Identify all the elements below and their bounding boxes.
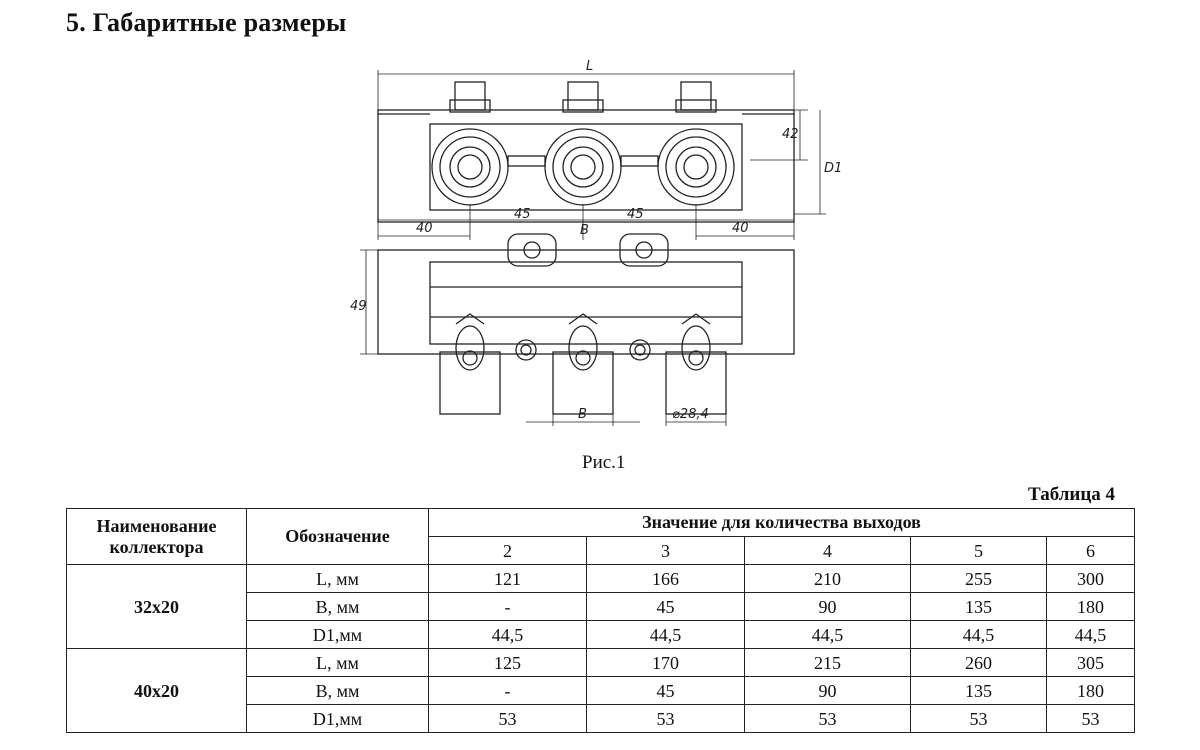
value-cell: 210 [744,564,911,593]
header-outputs-5: 5 [910,536,1047,565]
value-cell: 53 [1045,704,1136,733]
value-cell: 260 [910,648,1047,677]
value-cell: 44,5 [744,620,911,649]
value-cell: 215 [744,648,911,677]
dim-label-45-left: 45 [514,207,531,222]
value-cell: 44,5 [428,620,587,649]
manifold-drawing: L 42 D1 40 45 45 B 40 49 B ⌀28,4 [330,52,850,432]
value-cell: 45 [586,676,745,705]
value-cell: 170 [586,648,745,677]
designation-cell: L, мм [246,648,429,677]
value-cell: 90 [744,676,911,705]
value-cell: 53 [428,704,587,733]
value-cell: 53 [744,704,911,733]
table-row: 32x20 L, мм 121 166 210 255 300 [66,564,1136,649]
dim-label-40-right: 40 [732,221,749,236]
value-cell: 305 [1045,648,1136,677]
value-cell: 121 [428,564,587,593]
designation-cell: D1,мм [246,704,429,733]
collector-name: 40x20 [66,648,247,733]
collector-name: 32x20 [66,564,247,649]
designation-cell: B, мм [246,592,429,621]
value-cell: - [428,592,587,621]
dim-label-45-right: 45 [627,207,644,222]
value-cell: 166 [586,564,745,593]
table-row: D1,мм 44,5 44,5 44,5 44,5 44,5 [67,620,1136,649]
dim-label-diameter: ⌀28,4 [672,407,709,422]
designation-cell: D1,мм [246,620,429,649]
dim-label-B-top: B [580,223,589,238]
header-designation: Обозначение [246,508,429,565]
header-outputs-6: 6 [1045,536,1136,565]
value-cell: 44,5 [910,620,1047,649]
dim-label-D1: D1 [824,161,842,176]
technical-drawing-svg: L 42 D1 40 45 45 B 40 49 B ⌀28,4 [350,59,842,426]
value-cell: 90 [744,592,911,621]
dimensions-table: Наименование коллектора Обозначение Знач… [66,508,1136,733]
value-cell: 45 [586,592,745,621]
value-cell: 135 [910,592,1047,621]
value-cell: 255 [910,564,1047,593]
header-outputs-4: 4 [744,536,911,565]
header-values: Значение для количества выходов [427,508,1136,537]
value-cell: 180 [1045,592,1136,621]
dim-label-L: L [586,59,593,74]
table-title: Таблица 4 [1028,484,1116,505]
dim-label-42: 42 [782,127,799,142]
table-row: 40x20 L, мм 125 170 215 260 305 [66,648,1136,733]
value-cell: 44,5 [1045,620,1136,649]
dim-label-B-bottom: B [578,407,587,422]
dim-label-40-left: 40 [416,221,433,236]
figure-caption: Рис.1 [582,452,626,473]
value-cell: 44,5 [586,620,745,649]
value-cell: 53 [910,704,1047,733]
value-cell: 180 [1045,676,1136,705]
value-cell: 135 [910,676,1047,705]
header-outputs-2: 2 [428,536,587,565]
header-outputs-3: 3 [586,536,745,565]
value-cell: 300 [1045,564,1136,593]
table-row: D1,мм 53 53 53 53 53 [67,704,1136,733]
designation-cell: L, мм [246,564,429,593]
dim-label-49: 49 [350,299,367,314]
value-cell: 53 [586,704,745,733]
value-cell: - [428,676,587,705]
header-collector-name: Наименование коллектора [66,508,247,565]
designation-cell: B, мм [246,676,429,705]
table-row: B, мм - 45 90 135 180 [67,592,1136,621]
value-cell: 125 [428,648,587,677]
section-heading: 5. Габаритные размеры [66,8,347,37]
